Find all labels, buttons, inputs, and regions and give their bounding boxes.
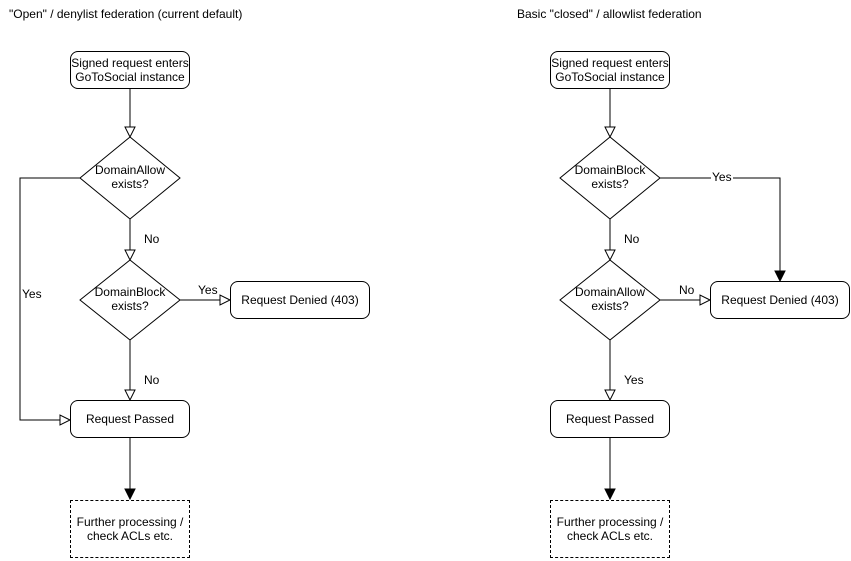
further-processing-node: Further processing / check ACLs etc. bbox=[550, 500, 670, 558]
request-denied-node: Request Denied (403) bbox=[710, 281, 850, 319]
start-node: Signed request enters GoToSocial instanc… bbox=[70, 51, 190, 89]
open-arrowhead bbox=[604, 389, 616, 402]
edge-label-no: No bbox=[143, 373, 161, 387]
open-arrowhead bbox=[219, 294, 232, 306]
open-arrowhead bbox=[124, 389, 136, 402]
open-arrowhead bbox=[604, 249, 616, 262]
edge-label-yes: Yes bbox=[711, 170, 733, 184]
solid-arrowhead bbox=[774, 270, 786, 283]
decision-label-domainallow: DomainAllow exists? bbox=[574, 285, 646, 313]
open-arrowhead bbox=[124, 126, 136, 139]
flowchart-closed-allowlist-wires bbox=[559, 89, 786, 501]
diagram-title: "Open" / denylist federation (current de… bbox=[9, 7, 243, 21]
further-processing-node: Further processing / check ACLs etc. bbox=[70, 500, 190, 558]
flowchart-open-denylist-wires bbox=[19, 89, 232, 501]
edge-label-no: No bbox=[143, 232, 161, 246]
connector-domainallow-yes bbox=[19, 177, 80, 421]
connector-domainblock-yes bbox=[660, 177, 781, 271]
open-arrowhead bbox=[604, 126, 616, 139]
open-arrowhead bbox=[59, 414, 72, 426]
request-denied-node: Request Denied (403) bbox=[230, 281, 370, 319]
diagram-title: Basic "closed" / allowlist federation bbox=[517, 7, 702, 21]
decision-label-domainblock: DomainBlock exists? bbox=[94, 285, 166, 313]
open-arrowhead bbox=[124, 249, 136, 262]
start-node: Signed request enters GoToSocial instanc… bbox=[550, 51, 670, 89]
solid-arrowhead bbox=[124, 488, 136, 501]
edge-label-yes: Yes bbox=[623, 373, 645, 387]
decision-label-domainblock: DomainBlock exists? bbox=[574, 163, 646, 191]
edge-label-no: No bbox=[678, 283, 696, 297]
open-arrowhead bbox=[699, 294, 712, 306]
edge-label-yes: Yes bbox=[197, 283, 219, 297]
edge-label-yes: Yes bbox=[21, 287, 43, 301]
request-passed-node: Request Passed bbox=[70, 400, 190, 438]
decision-label-domainallow: DomainAllow exists? bbox=[94, 163, 166, 191]
edge-label-no: No bbox=[623, 232, 641, 246]
solid-arrowhead bbox=[604, 488, 616, 501]
request-passed-node: Request Passed bbox=[550, 400, 670, 438]
